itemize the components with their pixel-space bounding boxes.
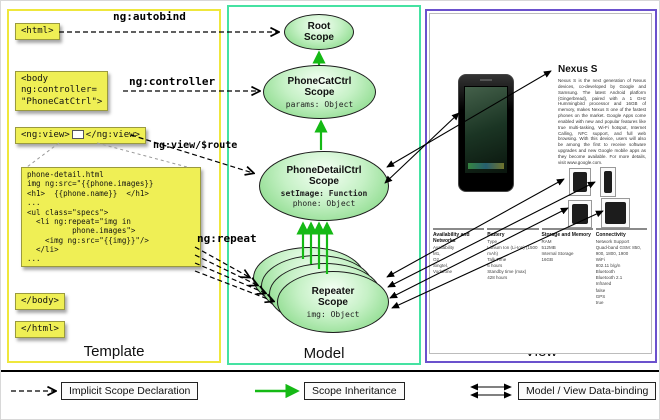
ng-view-open-text: <ng:view> [21, 130, 70, 140]
spec-column-availability: Availability and Networks Availability M… [433, 228, 485, 306]
phonedetail-scope-ellipse: PhoneDetailCtrl Scope setImage: Function… [259, 151, 389, 221]
legend-separator [1, 370, 659, 372]
template-panel-label: Template [83, 343, 145, 360]
ng-view-route-label: ng:view/$route [153, 140, 238, 151]
repeater-scope-ellipse: Repeater Scope img: Object [277, 271, 389, 333]
body-open-tag: <body ng:controller= "PhoneCatCtrl"> [15, 71, 109, 111]
legend-implicit-label: Implicit Scope Declaration [61, 382, 199, 400]
spec-title: Battery [487, 232, 505, 238]
legend-inheritance-label: Scope Inheritance [304, 382, 405, 400]
spec-body: Availability M1, O2, Singtel, Vodafone [433, 245, 455, 275]
spec-column-storage: Storage and Memory RAM 512MB Internal St… [541, 228, 593, 306]
phone-thumbnail [568, 200, 592, 228]
phone-thumbnail [569, 168, 591, 196]
ng-autobind-label: ng:autobind [113, 10, 186, 23]
root-scope-title: Root Scope [303, 20, 334, 44]
phone-thumbnail [601, 198, 630, 228]
spec-column-battery: Battery Type Lithium Ion (Li-Ion) (1500 … [487, 228, 539, 306]
html-open-tag: <html> [15, 23, 60, 41]
spec-body: RAM 512MB Internal Storage 16GB [541, 239, 574, 263]
phone-detail-code: phone-detail.html img ng:src="{{phone.im… [21, 167, 201, 267]
repeater-scope-prop: img: Object [306, 309, 360, 319]
model-panel-label: Model [303, 345, 345, 362]
html-close-tag: </html> [15, 321, 65, 339]
spec-body: Network Support Quad-band GSM: 850, 900,… [595, 239, 642, 305]
body-close-tag: </body> [15, 293, 65, 311]
spec-title: Availability and Networks [433, 232, 470, 244]
ng-view-close-text: </ng:view> [85, 130, 140, 140]
repeater-scope-title: Repeater Scope [311, 285, 355, 309]
product-description: Nexus S is the next generation of Nexus … [558, 78, 646, 165]
root-scope-ellipse: Root Scope [284, 14, 354, 50]
phone-image [458, 74, 514, 192]
specs-table: Availability and Networks Availability M… [433, 228, 647, 306]
product-title: Nexus S [558, 64, 598, 75]
ng-view-tag: <ng:view> </ng:view> [15, 127, 146, 145]
phonecat-scope-prop: params: Object [285, 99, 354, 109]
phonedetail-scope-setimage: setImage: Function [280, 188, 368, 198]
phonecat-scope-title: PhoneCatCtrl Scope [287, 75, 352, 99]
spec-title: Connectivity [595, 232, 626, 238]
phonecat-scope-ellipse: PhoneCatCtrl Scope params: Object [263, 65, 376, 119]
spec-column-connectivity: Connectivity Network Support Quad-band G… [595, 228, 647, 306]
ng-controller-label: ng:controller [129, 75, 216, 88]
spec-title: Storage and Memory [541, 232, 591, 238]
phonedetail-scope-phone: phone: Object [292, 198, 356, 208]
product-page: Nexus S Nexus S is the next generation o… [429, 13, 652, 354]
view-placeholder-icon [71, 130, 84, 139]
phone-speaker [480, 79, 492, 81]
spec-body: Type Lithium Ion (Li-Ion) (1500 mAh) Tal… [487, 239, 538, 281]
legend-databinding-label: Model / View Data-binding [518, 382, 657, 400]
phonedetail-scope-title: PhoneDetailCtrl Scope [286, 164, 362, 188]
phone-screen [464, 86, 508, 174]
phone-thumbnail [600, 167, 616, 197]
ng-repeat-label: ng:repeat [197, 232, 257, 245]
